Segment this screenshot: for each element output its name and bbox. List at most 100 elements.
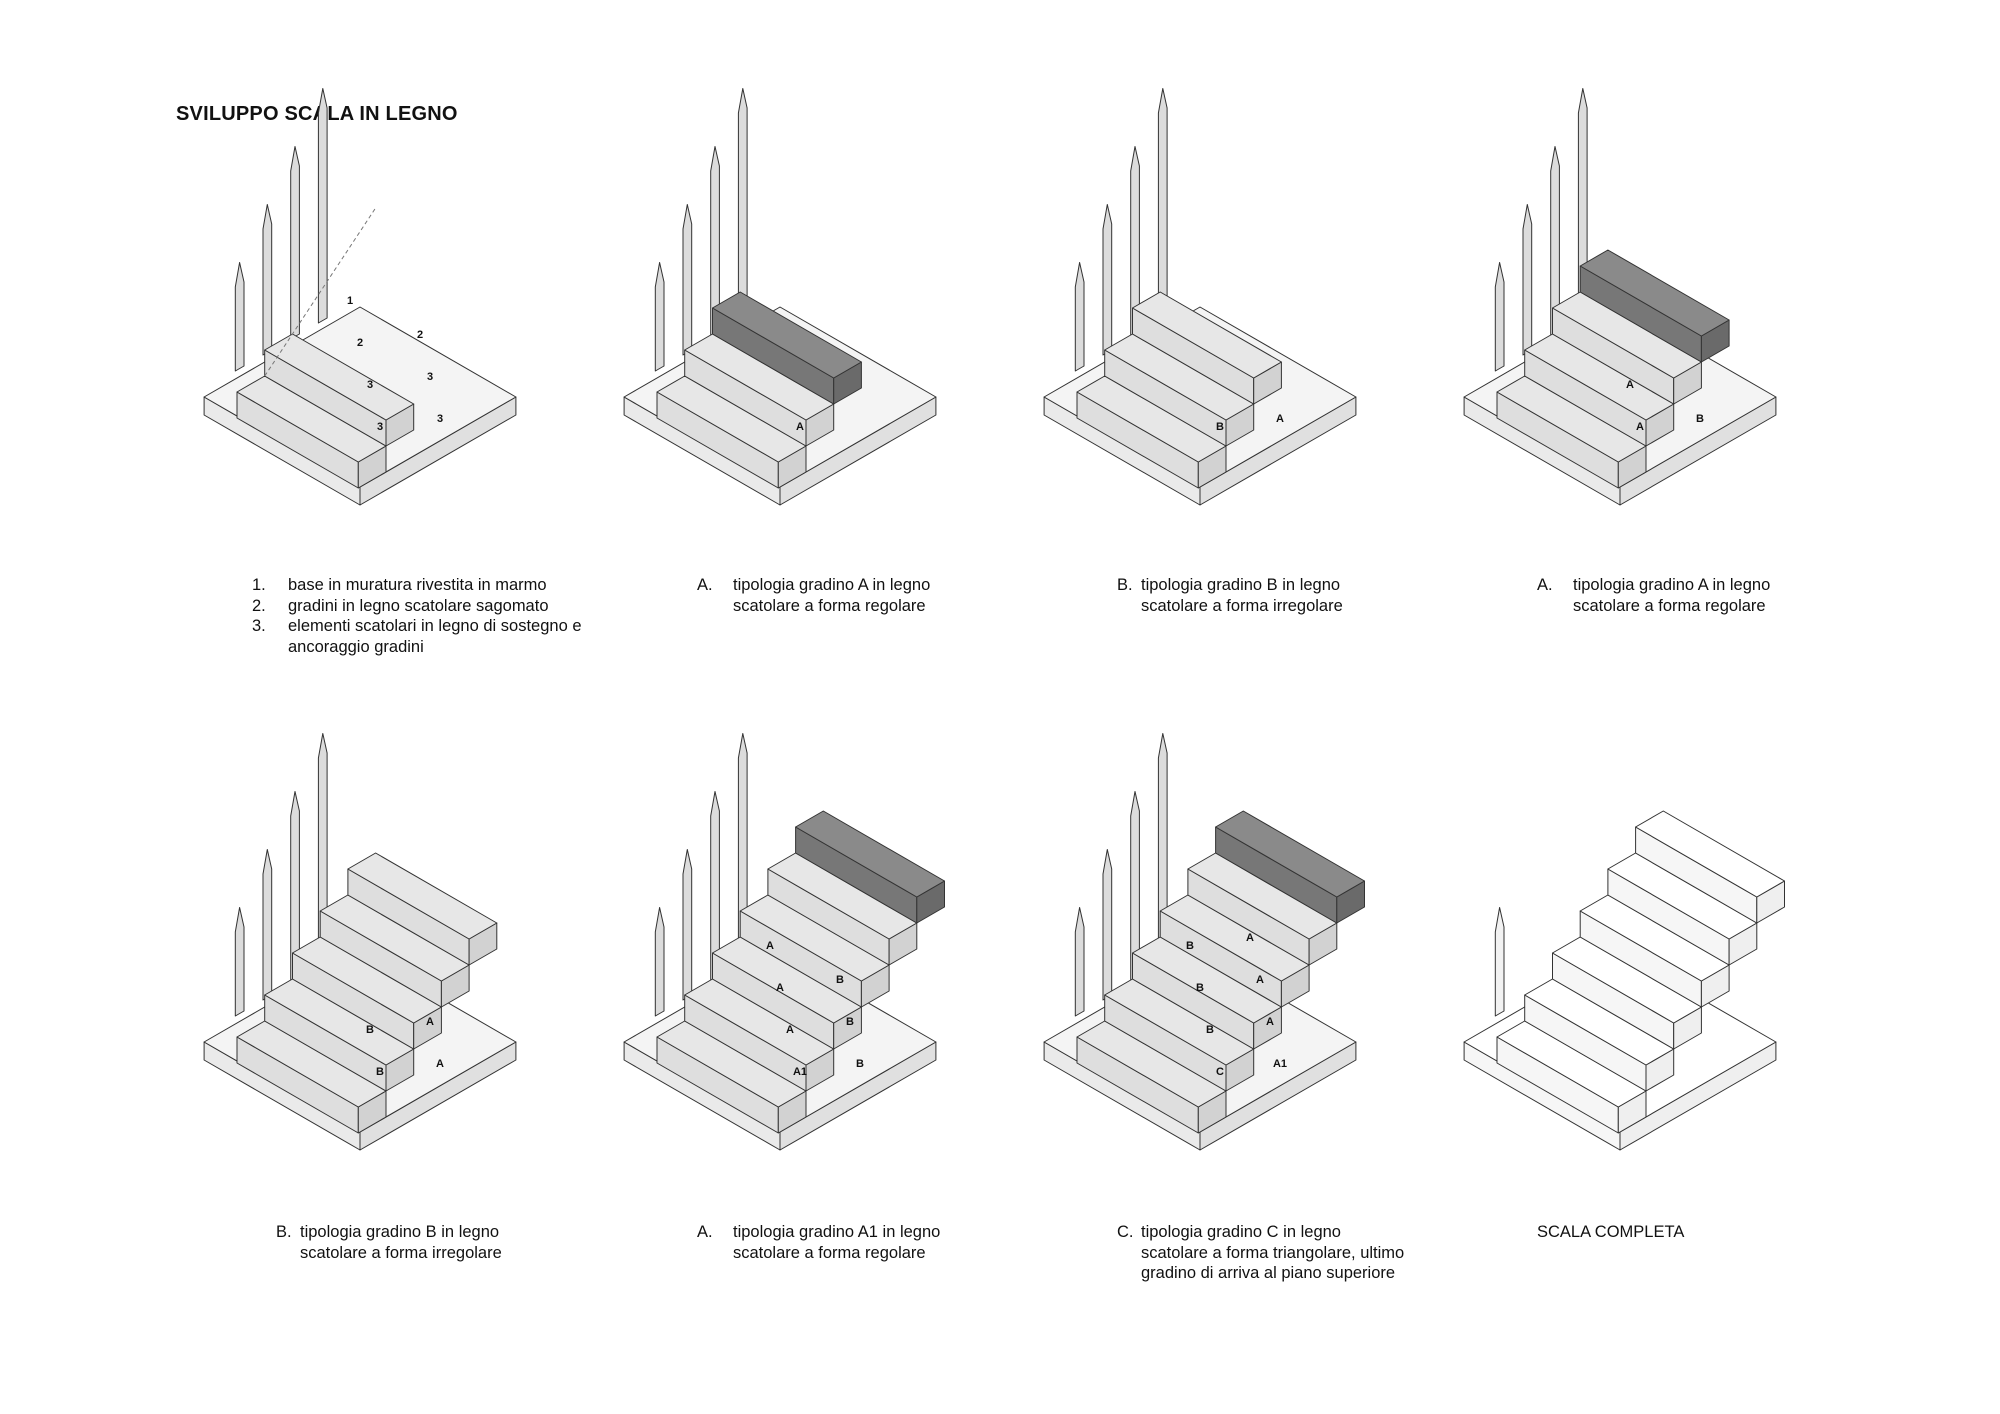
step-top — [1579, 249, 1730, 337]
caption-marker — [252, 637, 288, 658]
caption-marker: A. — [697, 1223, 713, 1241]
support-wall — [654, 907, 665, 1017]
step-top — [347, 852, 498, 940]
page-title: SVILUPPO SCALA IN LEGNO — [176, 103, 458, 125]
panel-2: A — [623, 88, 990, 530]
support-wall — [682, 204, 693, 356]
caption-list-item: 3. elementi scatolari in legno di sostegn… — [252, 616, 582, 637]
support-wall — [1157, 88, 1168, 324]
component-label: 3 — [427, 371, 433, 383]
caption-line: B.tipologia gradino B in legno — [276, 1222, 502, 1243]
component-label: C — [1216, 1066, 1224, 1078]
support-wall — [737, 88, 748, 324]
isometric-group — [1043, 88, 1357, 506]
component-label: A — [1636, 421, 1644, 433]
support-wall — [262, 849, 273, 1001]
component-label: B — [376, 1066, 384, 1078]
caption-text: scatolare a forma regolare — [733, 1243, 926, 1262]
caption-marker: B. — [1117, 576, 1133, 594]
caption-line: A.tipologia gradino A in legno — [1537, 575, 1770, 596]
caption-line: scatolare a forma regolare — [1537, 596, 1770, 617]
component-label: A — [1626, 379, 1634, 391]
component-label: A — [1256, 974, 1264, 986]
caption-marker: 2. — [252, 596, 266, 615]
support-wall — [1102, 204, 1113, 356]
component-label: A — [766, 940, 774, 952]
isometric-group — [1463, 88, 1777, 506]
caption-list-item: ancoraggio gradini — [252, 637, 582, 658]
caption-marker: 3. — [252, 617, 266, 635]
caption-text: tipologia gradino A in legno — [1573, 576, 1771, 594]
caption-line: A.tipologia gradino A1 in legno — [697, 1222, 940, 1243]
component-label: A — [786, 1024, 794, 1036]
component-label: 2 — [417, 329, 423, 341]
caption-line: A.tipologia gradino A in legno — [697, 575, 930, 596]
component-label: A — [776, 982, 784, 994]
step-top — [1635, 810, 1785, 898]
isometric-group — [203, 88, 517, 506]
caption-text: elementi scatolari in legno di sostegno … — [288, 617, 582, 635]
caption-marker — [276, 1243, 300, 1264]
component-label: A — [1276, 413, 1284, 425]
isometric-group — [623, 733, 945, 1151]
component-label: B — [1206, 1024, 1214, 1036]
component-label: B — [1196, 982, 1204, 994]
support-wall — [654, 262, 665, 372]
support-wall — [234, 262, 245, 372]
isometric-group — [623, 88, 937, 506]
isometric-group — [1463, 810, 1785, 1151]
component-label: 3 — [377, 421, 383, 433]
component-label: A — [1246, 932, 1254, 944]
caption-marker — [1117, 1263, 1141, 1284]
caption-text: gradini in legno scatolare sagomato — [288, 596, 549, 615]
component-label: B — [846, 1016, 854, 1028]
caption-line: scatolare a forma irregolare — [276, 1243, 502, 1264]
caption-marker — [697, 1243, 733, 1264]
caption-marker: B. — [276, 1223, 292, 1241]
component-label: A — [796, 421, 804, 433]
support-wall — [1074, 262, 1085, 372]
component-label: A — [426, 1016, 434, 1028]
component-label: A — [1266, 1016, 1274, 1028]
step-top — [795, 810, 945, 898]
staircase-isometric-drawing: ABA — [1463, 88, 1777, 506]
caption-line: scatolare a forma irregolare — [1117, 596, 1343, 617]
caption-marker — [1117, 1243, 1141, 1264]
caption-line: C.tipologia gradino C in legno — [1117, 1222, 1404, 1243]
hidden-line — [264, 207, 377, 377]
caption-text: tipologia gradino C in legno — [1141, 1223, 1341, 1241]
component-label: B — [366, 1024, 374, 1036]
component-label: B — [1216, 421, 1224, 433]
caption-text: scatolare a forma irregolare — [300, 1243, 502, 1262]
caption-marker — [1537, 596, 1573, 617]
component-label: B — [836, 974, 844, 986]
caption-line: scatolare a forma triangolare, ultimo — [1117, 1243, 1404, 1264]
caption-text: SCALA COMPLETA — [1537, 1223, 1685, 1241]
support-wall — [1074, 907, 1085, 1017]
support-wall — [1102, 849, 1113, 1001]
step-top — [712, 291, 862, 379]
staircase-isometric-drawing — [1463, 810, 1785, 1151]
step-top — [1132, 291, 1282, 379]
caption-text: scatolare a forma triangolare, ultimo — [1141, 1243, 1405, 1262]
support-wall — [1494, 262, 1505, 372]
support-wall — [1494, 907, 1505, 1017]
step-top — [264, 333, 415, 421]
support-wall — [290, 146, 300, 340]
component-label: A1 — [1273, 1058, 1287, 1070]
staircase-isometric-drawing: BA — [1043, 88, 1357, 506]
component-label: 3 — [367, 379, 373, 391]
component-label: 1 — [347, 295, 353, 307]
